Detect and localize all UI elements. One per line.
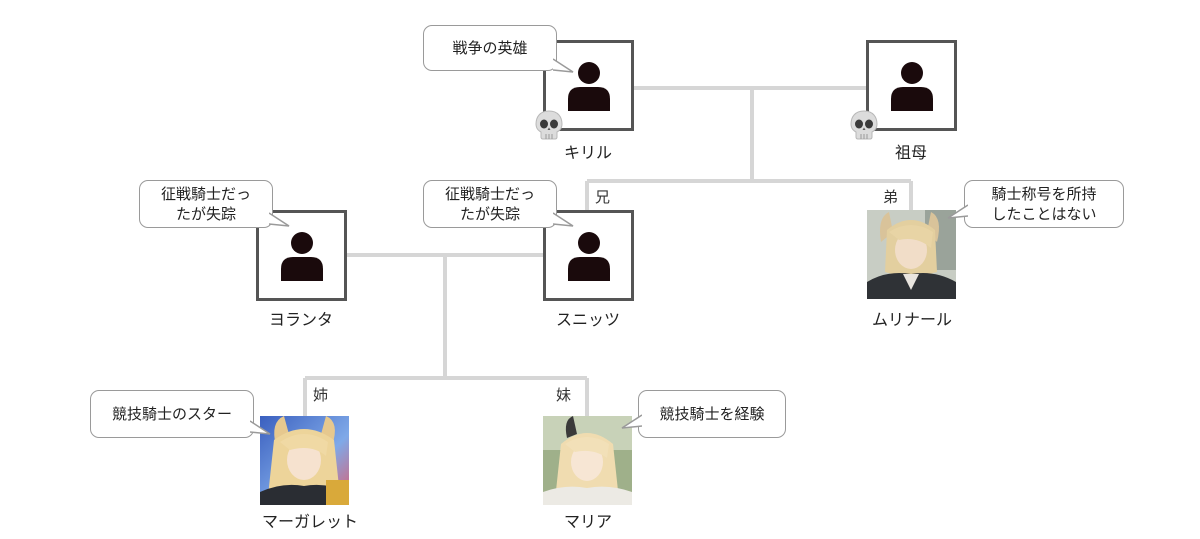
- maria-portrait-image: [543, 416, 632, 505]
- margaret-note-bubble: 競技騎士のスター: [90, 390, 254, 438]
- mulinar-note-text: 騎士称号を所持したことはない: [991, 185, 1097, 223]
- kiril-placeholder-frame: [543, 40, 634, 131]
- grandmother-placeholder-frame: [866, 40, 957, 131]
- snitz-relation-label: 兄: [595, 188, 611, 206]
- snitz-name: スニッツ: [555, 310, 620, 329]
- mulinar-relation-label: 弟: [883, 188, 899, 206]
- mulinar-note-bubble: 騎士称号を所持したことはない: [964, 180, 1124, 228]
- snitz-bubble-tail: [553, 212, 574, 227]
- margaret-bubble-tail: [250, 420, 271, 435]
- margaret-name: マーガレット: [261, 512, 358, 531]
- maria-name: マリア: [563, 512, 612, 531]
- yolanta-note-bubble: 征戦騎士だったが失踪: [139, 180, 273, 228]
- kiril-bubble-tail: [553, 58, 574, 73]
- mulinar-portrait: [867, 210, 956, 299]
- maria-bubble-tail: [621, 414, 642, 429]
- kiril-note-bubble: 戦争の英雄: [423, 25, 557, 71]
- margaret-relation-label: 姉: [313, 386, 329, 404]
- yolanta-note-text: 征戦騎士だったが失踪: [160, 185, 251, 223]
- yolanta-name: ヨランタ: [268, 310, 333, 329]
- maria-note-text: 競技騎士を経験: [659, 405, 765, 423]
- mulinar-portrait-image: [867, 210, 956, 299]
- margaret-portrait-image: [260, 416, 349, 505]
- person-silhouette-icon: [280, 231, 323, 281]
- grandmother-name: 祖母: [894, 143, 927, 162]
- margaret-portrait: [260, 416, 349, 505]
- person-silhouette-icon: [567, 61, 610, 111]
- skull-icon: [535, 110, 563, 140]
- yolanta-placeholder-frame: [256, 210, 347, 301]
- margaret-note-text: 競技騎士のスター: [111, 405, 232, 423]
- kiril-note-text: 戦争の英雄: [452, 39, 528, 57]
- skull-icon: [850, 110, 878, 140]
- person-silhouette-icon: [890, 61, 933, 111]
- snitz-note-bubble: 征戦騎士だったが失踪: [423, 180, 557, 228]
- snitz-note-text: 征戦騎士だったが失踪: [444, 185, 535, 223]
- yolanta-bubble-tail: [269, 212, 290, 227]
- maria-note-bubble: 競技騎士を経験: [638, 390, 786, 438]
- mulinar-bubble-tail: [947, 204, 968, 219]
- person-silhouette-icon: [567, 231, 610, 281]
- kiril-name: キリル: [563, 143, 612, 162]
- maria-portrait: [543, 416, 632, 505]
- mulinar-name: ムリナール: [871, 310, 952, 329]
- maria-relation-label: 妹: [556, 386, 572, 404]
